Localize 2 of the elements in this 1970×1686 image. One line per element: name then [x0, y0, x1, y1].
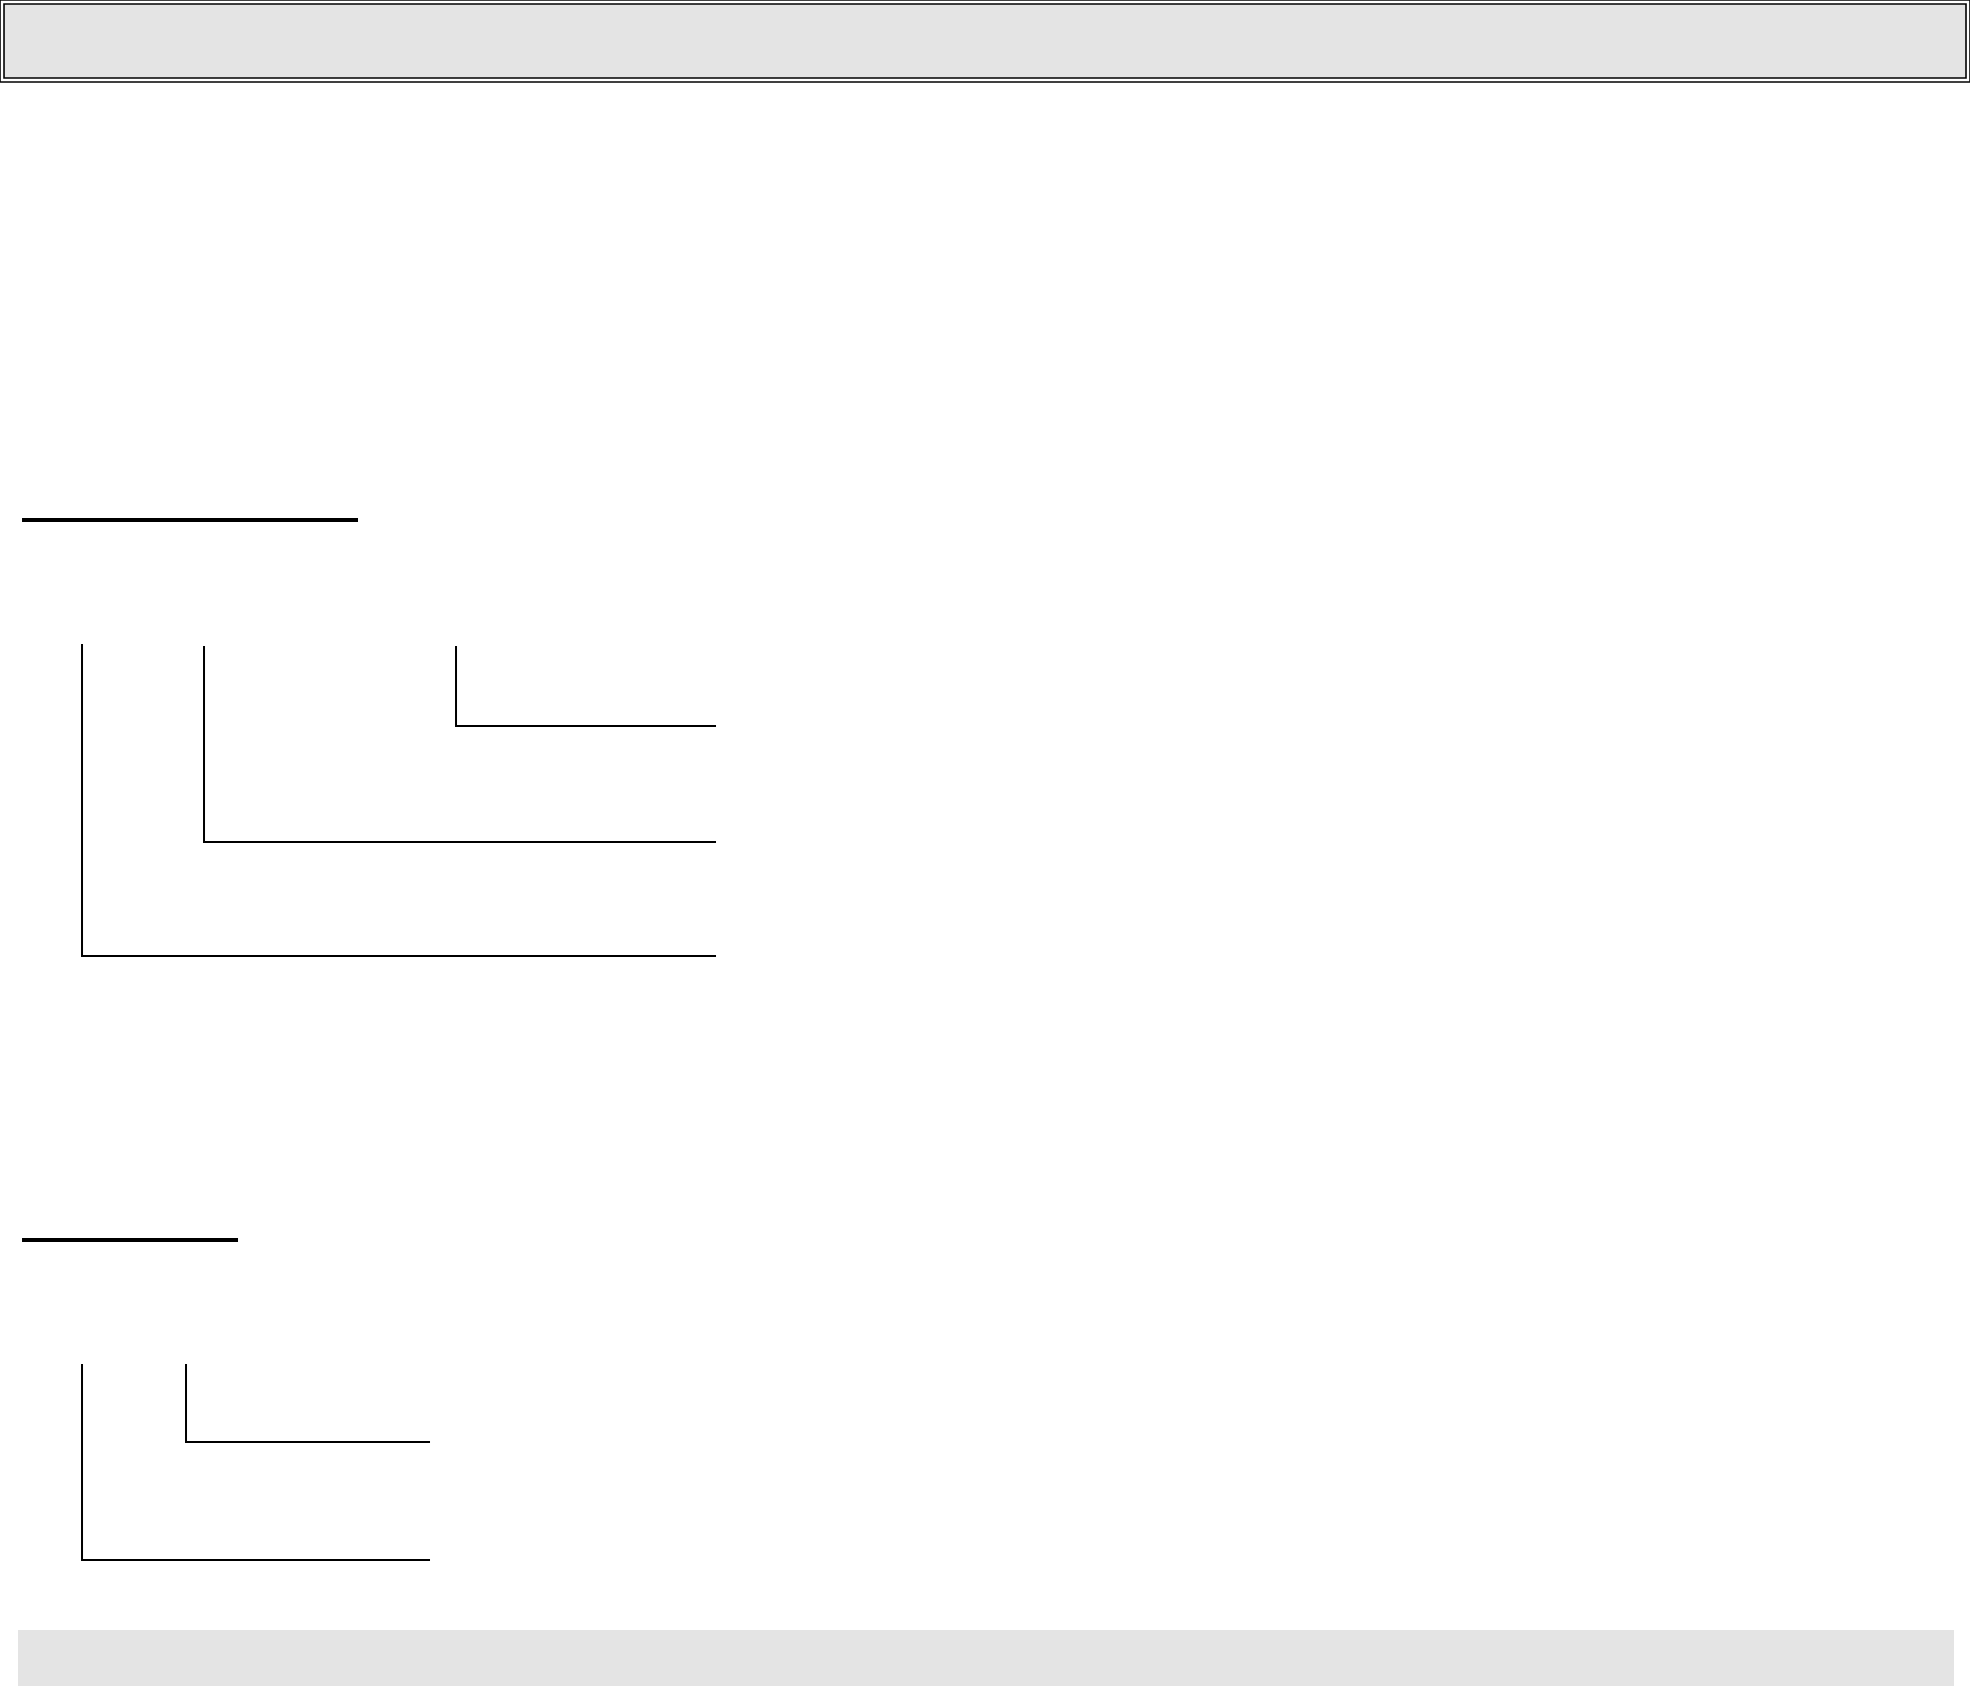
header-band [0, 0, 1970, 83]
footer-band [18, 1630, 1954, 1686]
